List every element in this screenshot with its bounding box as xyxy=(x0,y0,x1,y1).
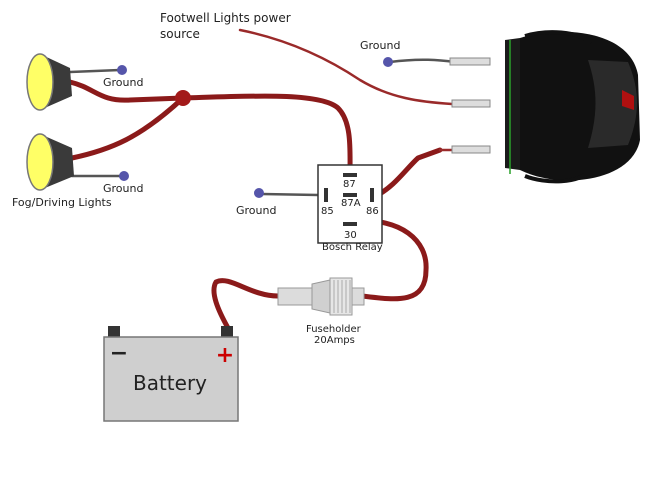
fog-lamp-bottom xyxy=(26,133,74,191)
switch-indicator-icon xyxy=(622,90,634,110)
ground-connections xyxy=(68,57,457,198)
rocker-switch xyxy=(449,30,640,184)
relay-body xyxy=(317,164,383,244)
relay-pin-87a: 87A xyxy=(341,198,361,209)
battery-positive-sign: + xyxy=(216,343,234,368)
bosch-relay xyxy=(317,164,383,244)
switch-pin-output xyxy=(451,145,491,154)
wire-relay-86-to-switch xyxy=(373,147,443,199)
battery-body xyxy=(103,336,239,422)
switch-pin-power xyxy=(451,99,491,108)
battery-label: Battery xyxy=(133,371,207,395)
power-source-label-line2: source xyxy=(160,27,200,41)
battery-positive-terminal xyxy=(221,326,233,339)
ground-wire-lamp-top xyxy=(68,68,122,74)
switch-pin-ground xyxy=(449,57,491,66)
ground-terminal-lamp-top xyxy=(117,65,127,75)
battery-negative-sign: − xyxy=(110,341,128,366)
wire-fuse-to-battery xyxy=(211,278,281,331)
ground-label-switch: Ground xyxy=(360,39,400,52)
ground-label-lamp-bottom: Ground xyxy=(103,182,143,195)
battery-negative-terminal xyxy=(108,326,120,339)
ground-label-lamp-top: Ground xyxy=(103,76,143,89)
ground-label-relay: Ground xyxy=(236,204,276,217)
fog-lamp-top xyxy=(26,53,72,111)
ground-terminal-lamp-bottom xyxy=(119,171,129,181)
relay-pin-30: 30 xyxy=(344,230,357,241)
wire-junction-to-relay-87 xyxy=(180,93,353,178)
battery: − + Battery xyxy=(103,326,239,422)
power-source-label-line1: Footwell Lights power xyxy=(160,11,291,25)
fuseholder-label-line2: 20Amps xyxy=(314,335,355,346)
fuseholder xyxy=(277,277,365,316)
fog-lights-label: Fog/Driving Lights xyxy=(12,196,112,209)
relay-pin-87: 87 xyxy=(343,179,356,190)
ground-terminal-switch xyxy=(383,57,393,67)
relay-name-label: Bosch Relay xyxy=(322,242,383,253)
ground-wire-switch xyxy=(388,58,457,64)
wire-power-source xyxy=(238,28,454,106)
ground-wire-relay xyxy=(260,192,320,197)
fuseholder-label-line1: Fuseholder xyxy=(306,324,362,335)
relay-pin-85: 85 xyxy=(321,206,334,217)
wire-junction xyxy=(175,90,191,106)
wire-lamp-bottom xyxy=(69,95,186,161)
wire-relay-30-to-fuse xyxy=(353,218,429,302)
wire-lamp-top xyxy=(67,79,186,103)
ground-terminal-relay xyxy=(254,188,264,198)
lamp-lens-bottom xyxy=(26,133,54,191)
relay-pin-86: 86 xyxy=(366,206,379,217)
lamp-lens-top xyxy=(26,53,54,111)
